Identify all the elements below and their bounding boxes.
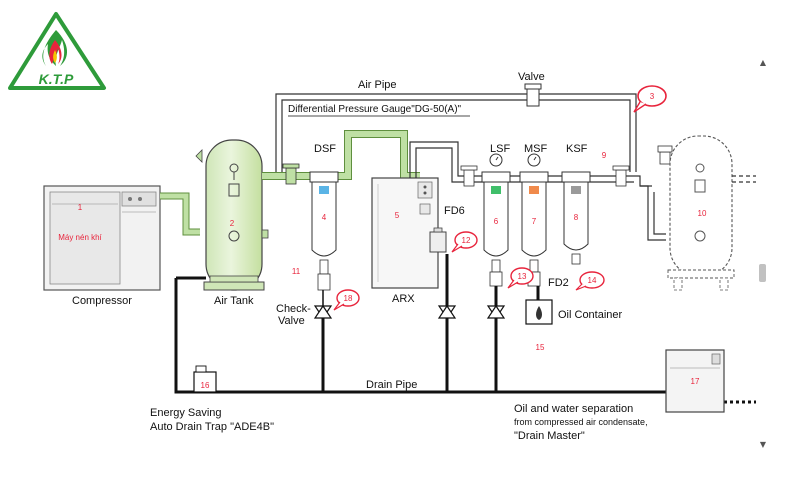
callout-12: 12 [451,231,478,253]
marker-8: 8 [574,213,579,222]
arx-label: ARX [392,293,415,305]
air-tank-label: Air Tank [214,295,254,307]
scroll-up-icon[interactable]: ▲ [759,58,767,67]
marker-7: 7 [532,217,537,226]
dpg-label: Differential Pressure Gauge"DG-50(A)" [288,104,462,115]
compressor [43,185,161,291]
ktp-logo: K.T.P [8,12,106,90]
check-valve-2 [437,304,457,320]
energy-saving-drain-trap [193,365,217,393]
receiver-tank [667,135,735,291]
drain-master-unit [665,349,725,413]
scroll-thumb[interactable] [759,264,766,282]
air-pipe-label: Air Pipe [358,79,397,91]
dsf-filter [309,171,339,291]
marker-1: 1 [78,203,83,212]
callout-13: 13 [507,267,534,289]
callout-3: 3 [633,85,667,113]
marker-18: 18 [344,294,353,303]
marker-2: 2 [230,219,235,228]
ksf-label: KSF [566,143,588,155]
check-valve-3 [486,304,506,320]
check-valve-label-1: Check- [276,303,311,315]
valve-receiver-inlet [657,145,673,165]
oil-sep-label-1: Oil and water separation [514,403,633,415]
ksf-filter [561,171,591,265]
drain-pipes [174,254,668,394]
drain-pipe-label: Drain Pipe [366,379,417,391]
check-valve-1 [313,290,333,320]
valve-outlet [612,165,630,187]
fd6-label: FD6 [444,205,465,217]
marker-4: 4 [322,213,327,222]
scroll-down-icon[interactable]: ▼ [759,440,767,449]
fd2-label: FD2 [548,277,569,289]
marker-3: 3 [650,92,655,101]
energy-saving-label-1: Energy Saving [150,407,222,419]
marker-14: 14 [588,276,597,285]
air-tank [195,139,269,291]
compressor-vn-label: Máy nén khí [58,233,102,242]
check-valve-label-2: Valve [278,315,305,327]
logo-text: K.T.P [39,71,74,87]
marker-10: 10 [698,209,707,218]
oil-container [525,299,553,325]
fd6-drain [429,227,447,253]
lsf-label: LSF [490,143,510,155]
pipe-to-receiver [640,185,666,241]
marker-17: 17 [691,377,700,386]
marker-15: 15 [536,343,545,352]
vertical-scrollbar[interactable]: ▲ ▼ [756,56,770,452]
compressor-label: Compressor [72,295,132,307]
valve-label: Valve [518,71,545,83]
arx-dryer [371,177,439,289]
msf-label: MSF [524,143,548,155]
marker-11: 11 [292,267,301,276]
oil-sep-label-2: from compressed air condensate, [514,417,648,427]
marker-5: 5 [395,211,400,220]
valve-filter-inlet [460,165,478,187]
oil-sep-label-3: "Drain Master" [514,430,585,442]
dsf-label: DSF [314,143,336,155]
callout-14: 14 [575,271,605,291]
valve-top [524,83,542,107]
msf-filter [519,153,549,287]
oil-container-label: Oil Container [558,309,623,321]
energy-saving-label-2: Auto Drain Trap "ADE4B" [150,421,274,433]
callout-18: 18 [333,289,360,311]
marker-13: 13 [518,272,527,281]
pipe-compressor-tank [160,192,200,236]
air-pipe [275,93,637,176]
marker-16: 16 [201,381,210,390]
marker-9: 9 [602,151,607,160]
lsf-filter [481,153,511,287]
marker-12: 12 [462,236,471,245]
marker-6: 6 [494,217,499,226]
valve-tank-outlet [282,163,300,185]
